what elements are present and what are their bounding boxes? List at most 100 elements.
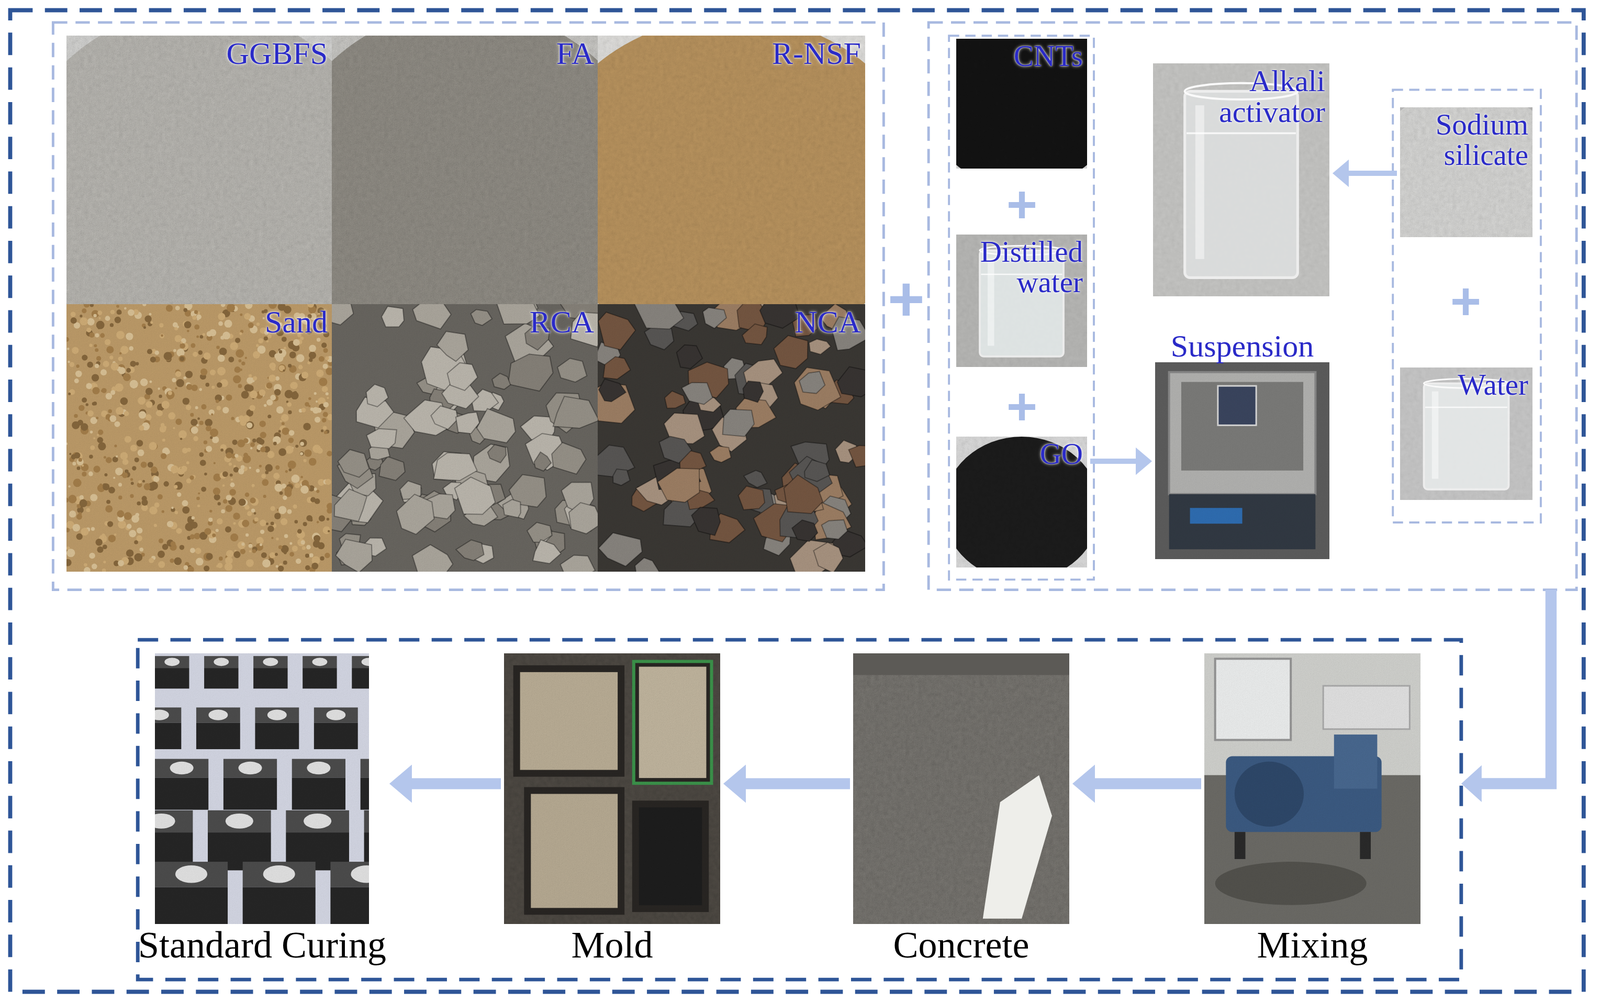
photo-grain: [331, 35, 599, 305]
arrow-shaft: [1092, 778, 1202, 790]
bowl-edge: [853, 653, 1070, 675]
arrow-head: [723, 764, 746, 803]
trowel: [982, 775, 1053, 919]
materials-frame: [52, 22, 884, 590]
arrow-head: [1072, 764, 1095, 803]
photo-grain: [956, 234, 1088, 367]
photo-grain: [597, 35, 866, 305]
material-photo: [597, 304, 866, 572]
material-label: FA: [556, 37, 595, 70]
material-photo-tile: CNTs: [956, 38, 1088, 169]
material-label: NCA: [794, 306, 861, 339]
nano-group-frame: [948, 35, 1094, 580]
material-photo-tile: Sodium silicate: [1400, 107, 1533, 238]
feed-arrow-shaft: [1477, 589, 1551, 784]
photo-grain: [66, 35, 332, 305]
material-photo-tile: RCA: [331, 304, 599, 572]
photo-grain: [956, 38, 1088, 169]
material-label: R-NSF: [771, 37, 861, 70]
glass-highlight: [987, 258, 995, 346]
photo-grain: [1155, 362, 1330, 559]
material-photo-tile: GO: [956, 436, 1088, 568]
material-label: Sodium silicate: [1404, 109, 1529, 171]
material-photo: [853, 653, 1070, 924]
photo-ground: [1400, 367, 1533, 500]
material-photo: [597, 35, 866, 305]
material-label: Alkali activator: [1157, 65, 1326, 128]
photo-grain: [66, 35, 332, 305]
process-frame: [137, 639, 1462, 980]
step-label: Standard Curing: [138, 925, 387, 965]
photo-frame: [504, 653, 721, 924]
material-photo-tile: NCA: [597, 304, 866, 572]
material-photo-tile: Sand: [66, 304, 332, 572]
photo-ground: [1400, 107, 1533, 238]
material-photo-tile: Distilled water: [956, 234, 1088, 367]
material-photo: [331, 304, 599, 572]
photo-grain: [956, 38, 1088, 169]
photo-grain: [1153, 63, 1330, 297]
material-photo-tile: Water: [1400, 367, 1533, 500]
plus-sign: +: [1450, 274, 1482, 328]
photo-ground: [956, 38, 1088, 169]
photo-ground: [66, 304, 332, 572]
flow-arrow: [723, 764, 850, 803]
powder-mound: [331, 35, 599, 305]
powder-mound: [1400, 107, 1533, 238]
material-photo-tile: FA: [331, 35, 599, 305]
material-photo: [154, 653, 369, 924]
step-label: Suspension: [1170, 330, 1314, 363]
photo-grain: [1204, 653, 1421, 924]
photo-ground: [154, 653, 369, 924]
material-photo-tile: Alkali activator: [1153, 63, 1330, 297]
activator-group-frame: [1392, 90, 1541, 523]
photo-frame: [597, 304, 866, 572]
photo-ground: [597, 35, 866, 305]
photo-ground: [1204, 653, 1421, 924]
photo-ground: [504, 653, 721, 924]
material-photo: [66, 304, 332, 572]
photo-grain: [597, 304, 866, 572]
photo-ground: [1155, 362, 1330, 559]
photo-ground: [853, 653, 1070, 924]
photo-grain: [331, 35, 599, 305]
material-label: CNTs: [1013, 40, 1083, 72]
process-step: Suspension: [1155, 330, 1330, 559]
flow-arrow: [1090, 447, 1152, 476]
plus-sign: +: [1006, 379, 1038, 433]
flow-arrow: [1332, 159, 1397, 188]
solutions-frame: [928, 22, 1577, 590]
arrow-head: [1332, 159, 1349, 188]
photo-ground: [1153, 63, 1330, 297]
material-photo-tile: GGBFS: [66, 35, 332, 305]
process-step: Mixing: [1204, 653, 1421, 965]
photo-ground: [597, 304, 866, 572]
material-label: GO: [1039, 438, 1083, 469]
photo-grain: [154, 653, 369, 924]
material-label: Sand: [264, 306, 328, 339]
flow-arrow: [1072, 764, 1202, 803]
photo-grain: [331, 304, 599, 572]
glass-highlight: [1431, 391, 1439, 479]
arrow-head: [389, 764, 412, 803]
photo-frame: [66, 35, 332, 305]
arrow-shaft: [743, 778, 850, 790]
photo-ground: [66, 35, 332, 305]
photo-grain: [1400, 367, 1533, 500]
photo-frame: [597, 35, 866, 305]
outer-frame: [9, 9, 1584, 992]
process-step: Standard Curing: [138, 653, 387, 965]
powder-mound: [956, 436, 1088, 568]
arrow-shaft: [1347, 170, 1397, 176]
photo-ground: [331, 35, 599, 305]
glass-highlight: [1195, 105, 1205, 260]
step-label: Concrete: [893, 925, 1030, 965]
material-photo-tile: R-NSF: [597, 35, 866, 305]
powder-mound: [66, 35, 332, 305]
photo-grain: [956, 436, 1088, 568]
material-label: GGBFS: [226, 37, 328, 70]
photo-frame: [1155, 362, 1330, 559]
process-step: Concrete: [853, 653, 1070, 965]
photo-ground: [956, 436, 1088, 568]
